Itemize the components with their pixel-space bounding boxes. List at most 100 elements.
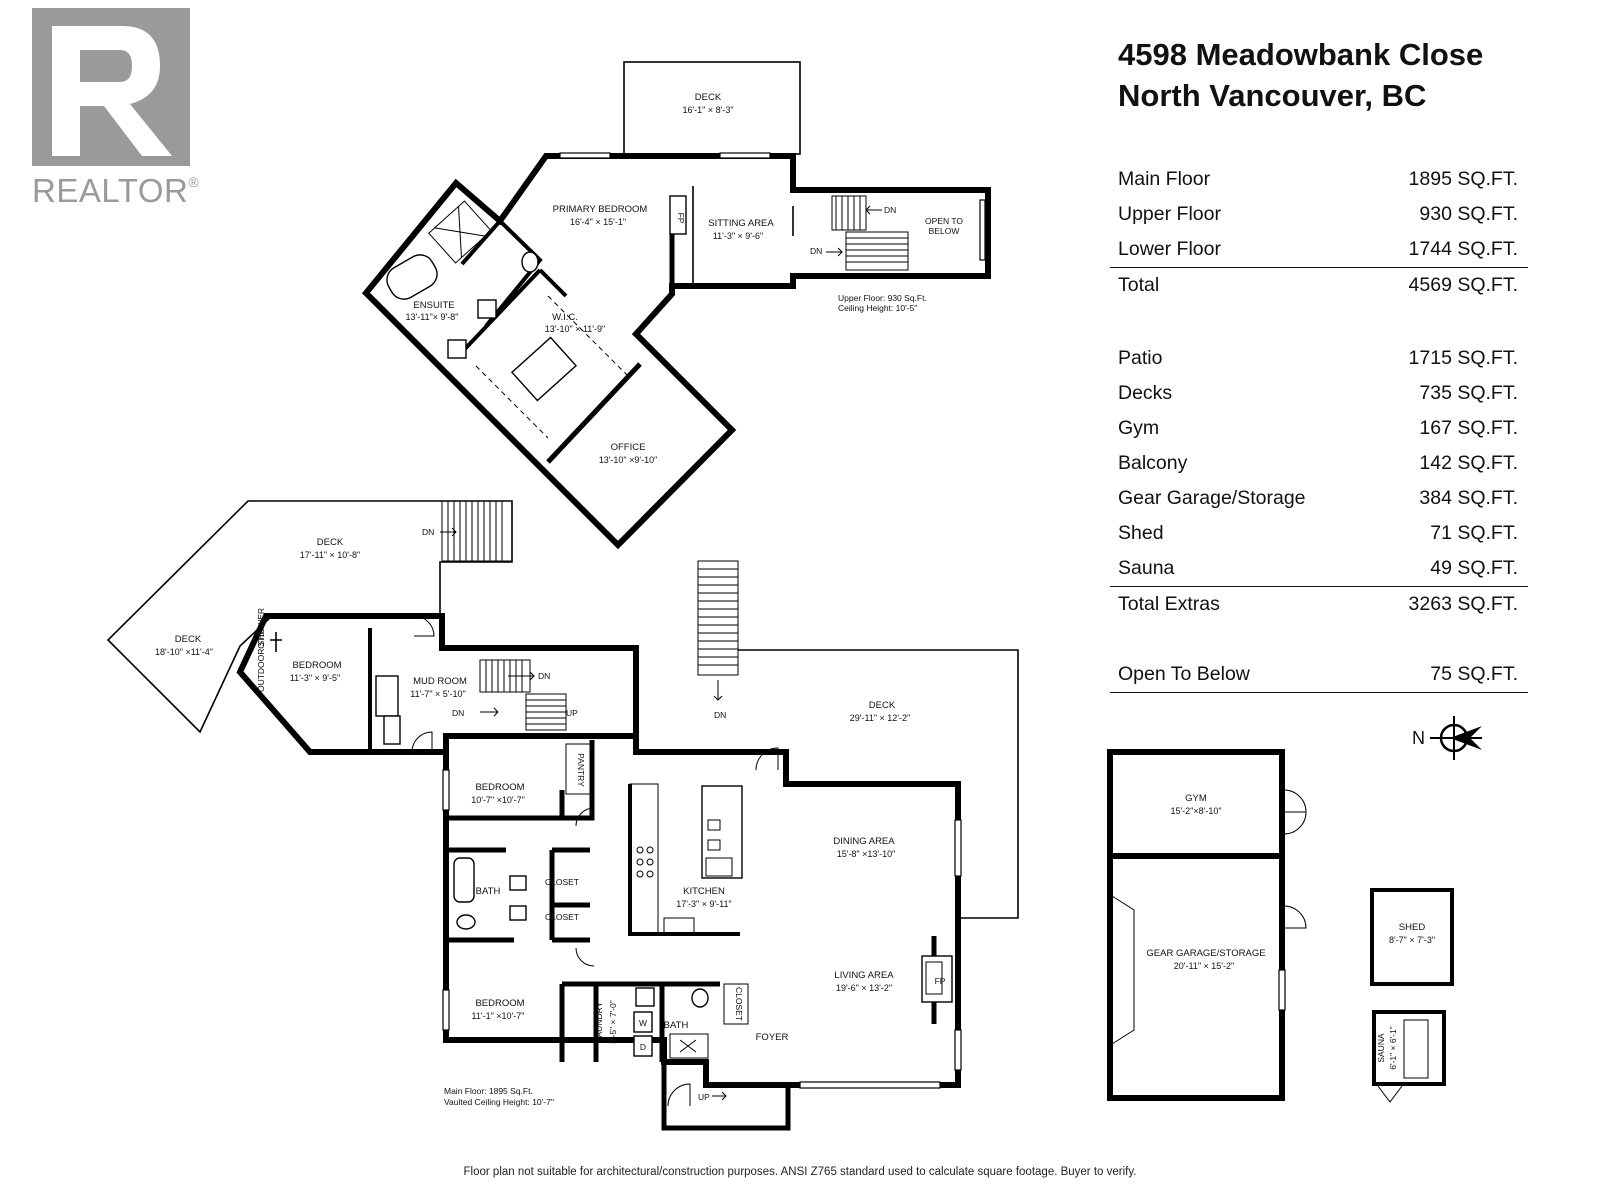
gym-double-door (1283, 789, 1307, 835)
sauna-bench (1403, 1019, 1429, 1079)
office-name: OFFICE (611, 442, 646, 453)
area-label: Upper Floor (1118, 203, 1221, 225)
disclaimer-footnote: Floor plan not suitable for architectura… (463, 1166, 1137, 1178)
mud-room-name: MUD ROOM (413, 676, 467, 687)
gym-dim: 15'-2"×8'-10" (1170, 806, 1221, 816)
sauna-walls (1372, 1010, 1446, 1086)
upper-floor-note-ceiling: Ceiling Height: 10'-5" (838, 303, 917, 313)
area-total-label: Total (1118, 274, 1160, 296)
sink-icon (509, 875, 527, 891)
laundry-name: LAUNDRY (594, 1001, 604, 1042)
mud-dn-2: DN (452, 708, 464, 718)
area-value: 930 SQ.FT. (1419, 203, 1518, 225)
bedroom-1-walls (446, 740, 595, 821)
window (442, 769, 450, 811)
extras-label: Shed (1118, 522, 1164, 544)
area-row-lower-floor: Lower Floor 1744 SQ.FT. (1110, 232, 1528, 267)
wic-dim: 13'-10" × 11'-9" (545, 324, 605, 334)
dining-dim: 15'-8" ×13'-10" (837, 849, 896, 859)
outdoor-shower-icon (270, 632, 282, 652)
main-fp-label: FP (935, 976, 946, 986)
extras-value: 71 SQ.FT. (1430, 522, 1518, 544)
main-deck-stairs (697, 560, 739, 701)
area-value: 1744 SQ.FT. (1408, 238, 1518, 260)
mud-room-dim: 11'-7" × 5'-10" (410, 689, 465, 699)
mud-room-cabinet (383, 715, 401, 745)
door-swing (413, 615, 435, 637)
open-to-below-value: 75 SQ.FT. (1430, 663, 1518, 685)
extras-value: 1715 SQ.FT. (1408, 347, 1518, 369)
washer-label: W (639, 1018, 647, 1028)
door-swing (575, 807, 595, 827)
deck-stairs (440, 500, 513, 562)
kitchen-walls (628, 784, 740, 936)
sink-icon (707, 839, 721, 851)
bathtub-icon (386, 254, 438, 300)
outbuildings: GYM 15'-2"×8'-10" GEAR GARAGE/STORAGE 20… (1107, 749, 1454, 1103)
closet-2-label: CLOSET (545, 912, 579, 922)
upper-dn-1: DN (884, 205, 896, 215)
sitting-area-dim: 11'-3" × 9'-6" (713, 231, 763, 241)
upper-fp-label: FP (676, 213, 686, 224)
kitchen-island (701, 785, 743, 879)
pantry-label: PANTRY (576, 753, 586, 787)
foyer-label: FOYER (756, 1032, 789, 1043)
extras-label: Sauna (1118, 557, 1175, 579)
shed-name: SHED (1399, 922, 1426, 933)
kitchen-name: KITCHEN (683, 886, 725, 897)
window (979, 199, 986, 261)
main-floor-note-area: Main Floor: 1895 Sq.Ft. (444, 1086, 533, 1096)
realtor-mark-icon (32, 8, 190, 166)
upper-floor-note-area: Upper Floor: 930 Sq.Ft. (838, 293, 927, 303)
sink-icon (509, 905, 527, 921)
wic-wall (460, 268, 568, 354)
mud-room-bench (375, 675, 399, 717)
ensuite-dim: 13'-11"× 9'-8" (406, 312, 459, 322)
door-swing (755, 747, 779, 771)
dryer-icon (633, 1035, 653, 1057)
wic-shelving (475, 295, 629, 439)
upper-stairs (826, 195, 909, 271)
bathtub-icon (453, 857, 475, 903)
sink-icon (477, 299, 497, 319)
main-floor-note-ceiling: Vaulted Ceiling Height: 10'-7" (444, 1097, 554, 1107)
realtor-logo: REALTOR® (32, 8, 202, 210)
sink-icon (635, 987, 655, 1007)
extras-row-shed: Shed 71 SQ.FT. (1110, 516, 1528, 551)
kitchen-counter (629, 783, 659, 935)
gym-garage-walls (1107, 749, 1285, 1101)
deck-w-dim: 18'-10" ×11'-4" (155, 647, 213, 657)
window (719, 152, 771, 159)
deck-nw-dim: 17'-11" × 10'-8" (300, 550, 360, 560)
bath-1-walls (446, 847, 514, 943)
sitting-area-wall (692, 186, 793, 287)
upper-deck-name: DECK (695, 92, 722, 103)
extras-value: 49 SQ.FT. (1430, 557, 1518, 579)
shower-icon (669, 1033, 709, 1059)
sink-icon (707, 819, 721, 831)
extras-label: Gym (1118, 417, 1160, 439)
window (799, 1081, 941, 1089)
toilet-icon (691, 988, 709, 1008)
cooktop-icon (636, 846, 654, 878)
wic-island-icon (510, 336, 578, 402)
bedroom-1-dim: 10'-7" ×10'-7" (471, 795, 525, 805)
sauna-name: SAUNA (1376, 1033, 1386, 1063)
area-total-value: 4569 SQ.FT. (1408, 274, 1518, 296)
laundry-dim: 8'-5" × 7'-0" (608, 1000, 618, 1044)
property-address: 4598 Meadowbank Close North Vancouver, B… (1118, 34, 1483, 116)
ensuite-name: ENSUITE (413, 300, 454, 311)
area-label: Lower Floor (1118, 238, 1221, 260)
garage-side-door (1283, 905, 1307, 929)
office-dim: 13'-10" ×9'-10" (599, 455, 658, 465)
pantry-outline (565, 743, 591, 795)
area-label: Main Floor (1118, 168, 1211, 190)
living-dim: 19'-6" × 13'-2" (836, 983, 892, 993)
extras-total-label: Total Extras (1118, 593, 1220, 615)
